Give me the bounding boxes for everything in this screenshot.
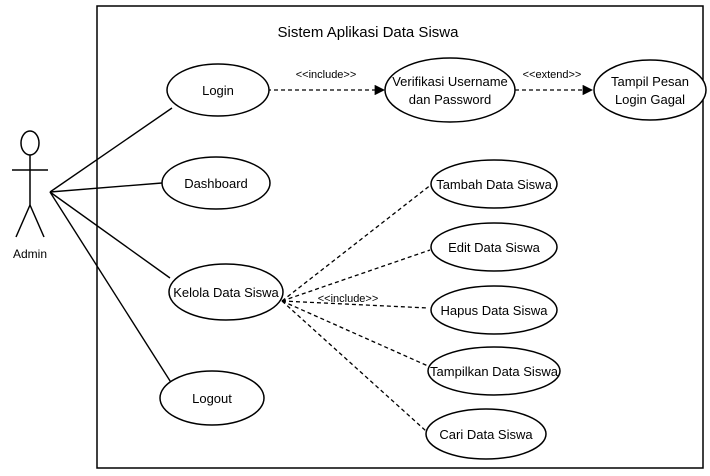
usecase-tampil-pesan	[593, 59, 707, 121]
actor-label: Admin	[13, 247, 47, 261]
usecase-tambah	[430, 159, 558, 209]
actor-admin	[12, 130, 48, 238]
usecase-logout-label: Logout	[192, 391, 232, 406]
association-logout	[49, 191, 173, 385]
usecase-verifikasi-label-line-1: Verifikasi Username	[392, 74, 508, 89]
extend-label: <<extend>>	[523, 69, 582, 81]
usecase-cari-label: Cari Data Siswa	[439, 427, 533, 442]
usecase-login-label: Login	[202, 83, 234, 98]
usecase-tampilkan-label: Tampilkan Data Siswa	[430, 364, 559, 379]
usecase-dashboard	[161, 156, 271, 210]
usecase-verifikasi	[384, 57, 516, 123]
include-edit	[281, 249, 431, 302]
usecase-kelola	[168, 263, 284, 321]
usecase-tambah-label: Tambah Data Siswa	[436, 177, 552, 192]
usecase-hapus-label: Hapus Data Siswa	[441, 303, 549, 318]
system-boundary	[96, 5, 704, 469]
usecase-kelola-label: Kelola Data Siswa	[173, 285, 279, 300]
system-title: Sistem Aplikasi Data Siswa	[278, 24, 460, 41]
usecase-tampil-pesan-label-line-1: Tampil Pesan	[611, 74, 689, 89]
include-hapus	[281, 300, 429, 309]
usecase-login	[166, 63, 270, 117]
usecase-logout	[159, 370, 265, 426]
usecase-dashboard-label: Dashboard	[184, 176, 248, 191]
actor-right-leg	[29, 204, 45, 238]
usecase-verifikasi-label-line-2: dan Password	[409, 92, 491, 107]
include-cari	[281, 300, 427, 432]
include-label-login: <<include>>	[296, 69, 357, 81]
association-kelola	[49, 191, 171, 279]
actor-left-leg	[15, 204, 31, 238]
usecase-cari	[425, 408, 547, 460]
actor-head	[20, 130, 40, 156]
usecase-edit-label: Edit Data Siswa	[448, 240, 541, 255]
include-tampilkan	[281, 300, 429, 367]
include-label-kelola: <<include>>	[318, 293, 379, 305]
usecase-tampil-pesan-label-line-2: Login Gagal	[615, 92, 685, 107]
association-dashboard	[49, 182, 163, 193]
association-login	[49, 107, 173, 193]
usecase-hapus	[430, 285, 558, 335]
include-tambah	[281, 183, 433, 302]
usecase-edit	[430, 222, 558, 272]
usecase-tampilkan	[427, 346, 561, 396]
